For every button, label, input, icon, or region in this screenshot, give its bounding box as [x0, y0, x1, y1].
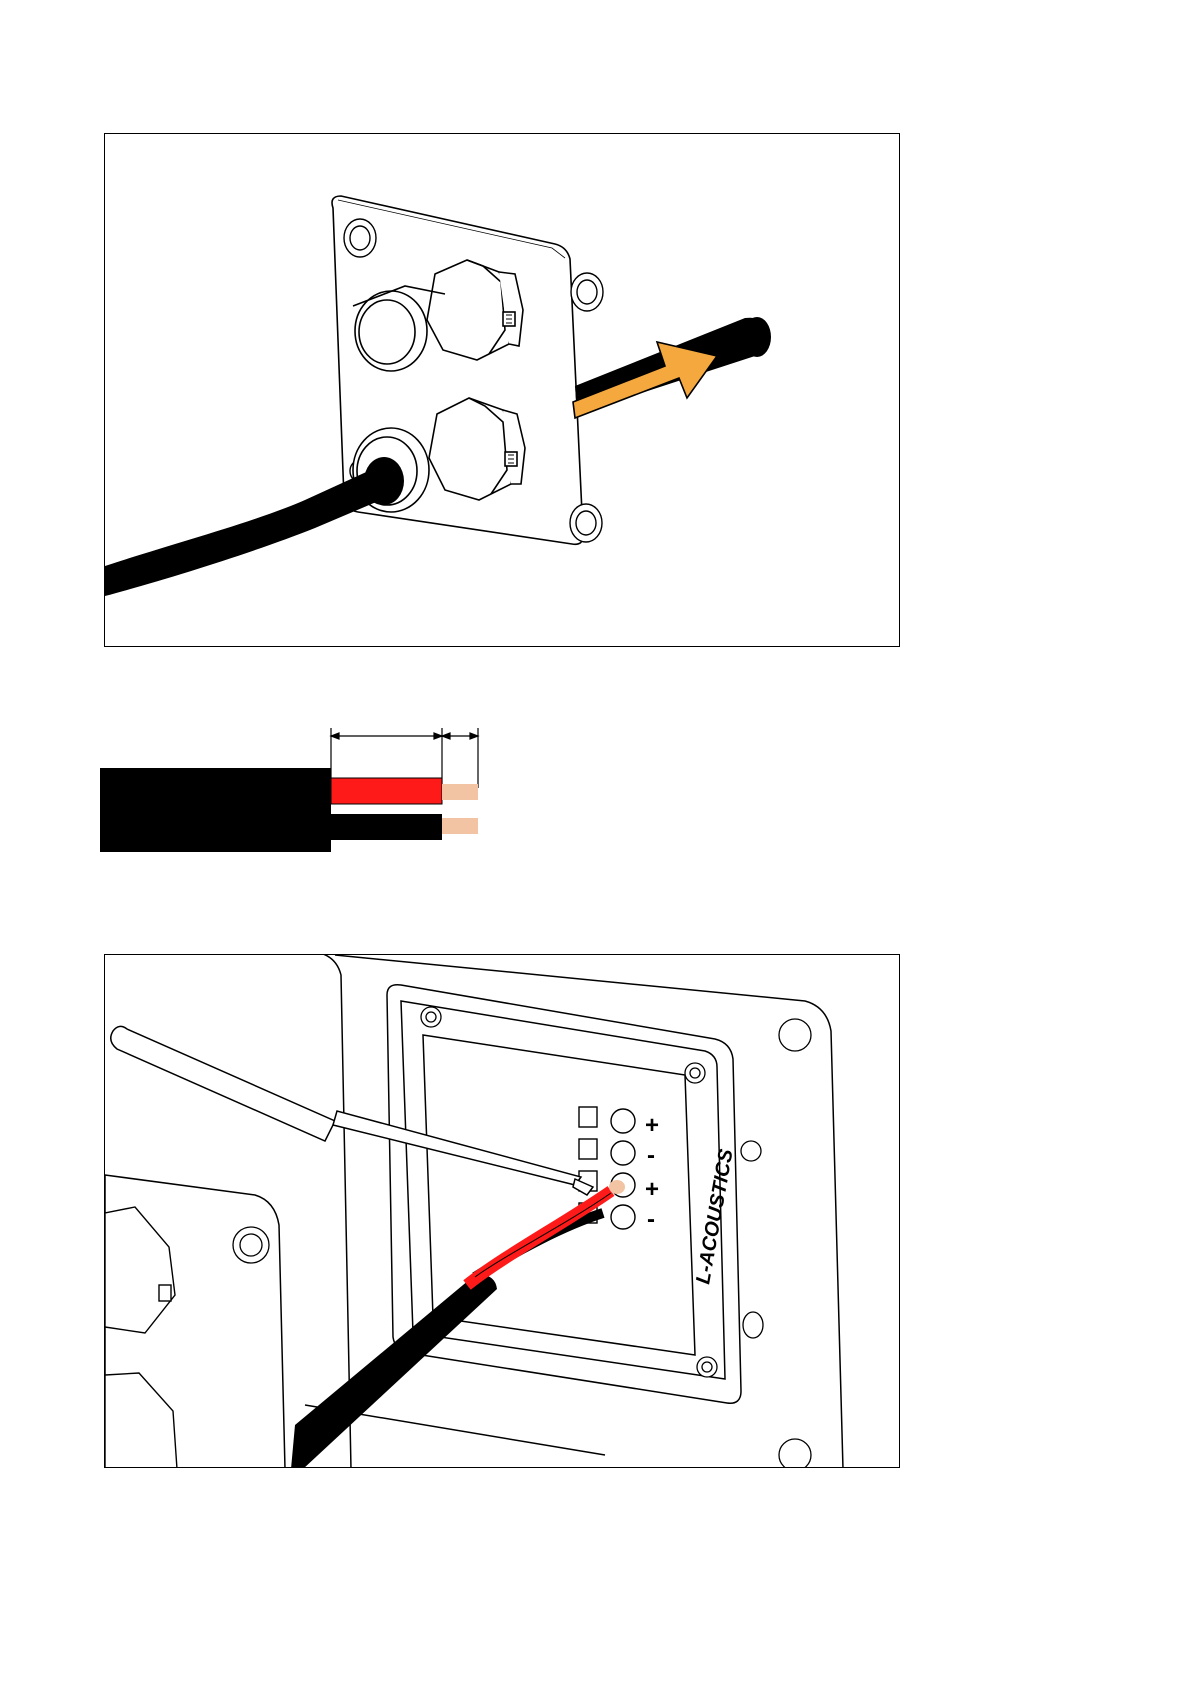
terminal-sign: -	[647, 1206, 655, 1233]
cable-gland-illustration	[105, 134, 900, 647]
figure-cable-gland	[104, 133, 900, 647]
black-wire-copper	[442, 818, 478, 834]
terminal-connection-illustration: + - + - L-ACOUSTICS	[105, 955, 900, 1468]
red-wire-copper	[609, 1180, 625, 1194]
terminal-sign: -	[647, 1142, 655, 1169]
wire-strip-illustration	[100, 728, 500, 858]
terminal-sign: +	[645, 1176, 659, 1203]
black-wire	[331, 814, 442, 840]
figure-terminal-connection: + - + - L-ACOUSTICS	[104, 954, 900, 1468]
terminal-sign: +	[645, 1112, 659, 1139]
cable-black	[105, 468, 395, 596]
outer-jacket	[100, 768, 331, 852]
red-wire-copper	[442, 784, 478, 800]
red-wire	[331, 778, 442, 804]
figure-wire-strip	[100, 728, 500, 858]
